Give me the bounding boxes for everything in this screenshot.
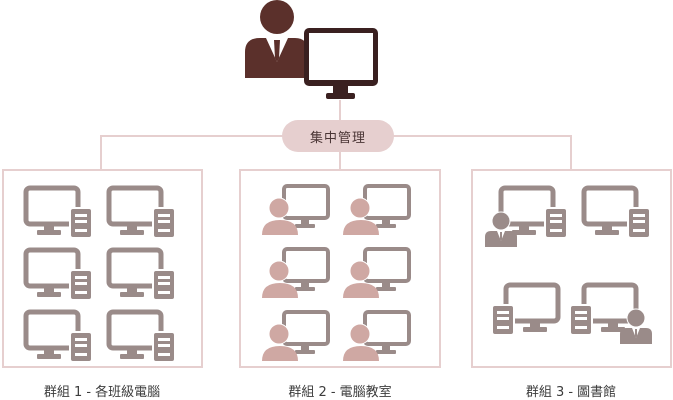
connector-left xyxy=(100,135,102,170)
connector-top xyxy=(339,100,341,120)
connector-center xyxy=(339,152,341,170)
central-management-node: 集中管理 xyxy=(282,120,394,152)
connector-right xyxy=(570,135,572,170)
group-3-label: 群組 3 - 圖書館 xyxy=(525,385,617,400)
admin-with-monitor-icon xyxy=(245,0,378,99)
group-1-label: 群組 1 - 各班級電腦 xyxy=(43,385,161,400)
group-2-label: 群組 2 - 電腦教室 xyxy=(288,385,392,400)
